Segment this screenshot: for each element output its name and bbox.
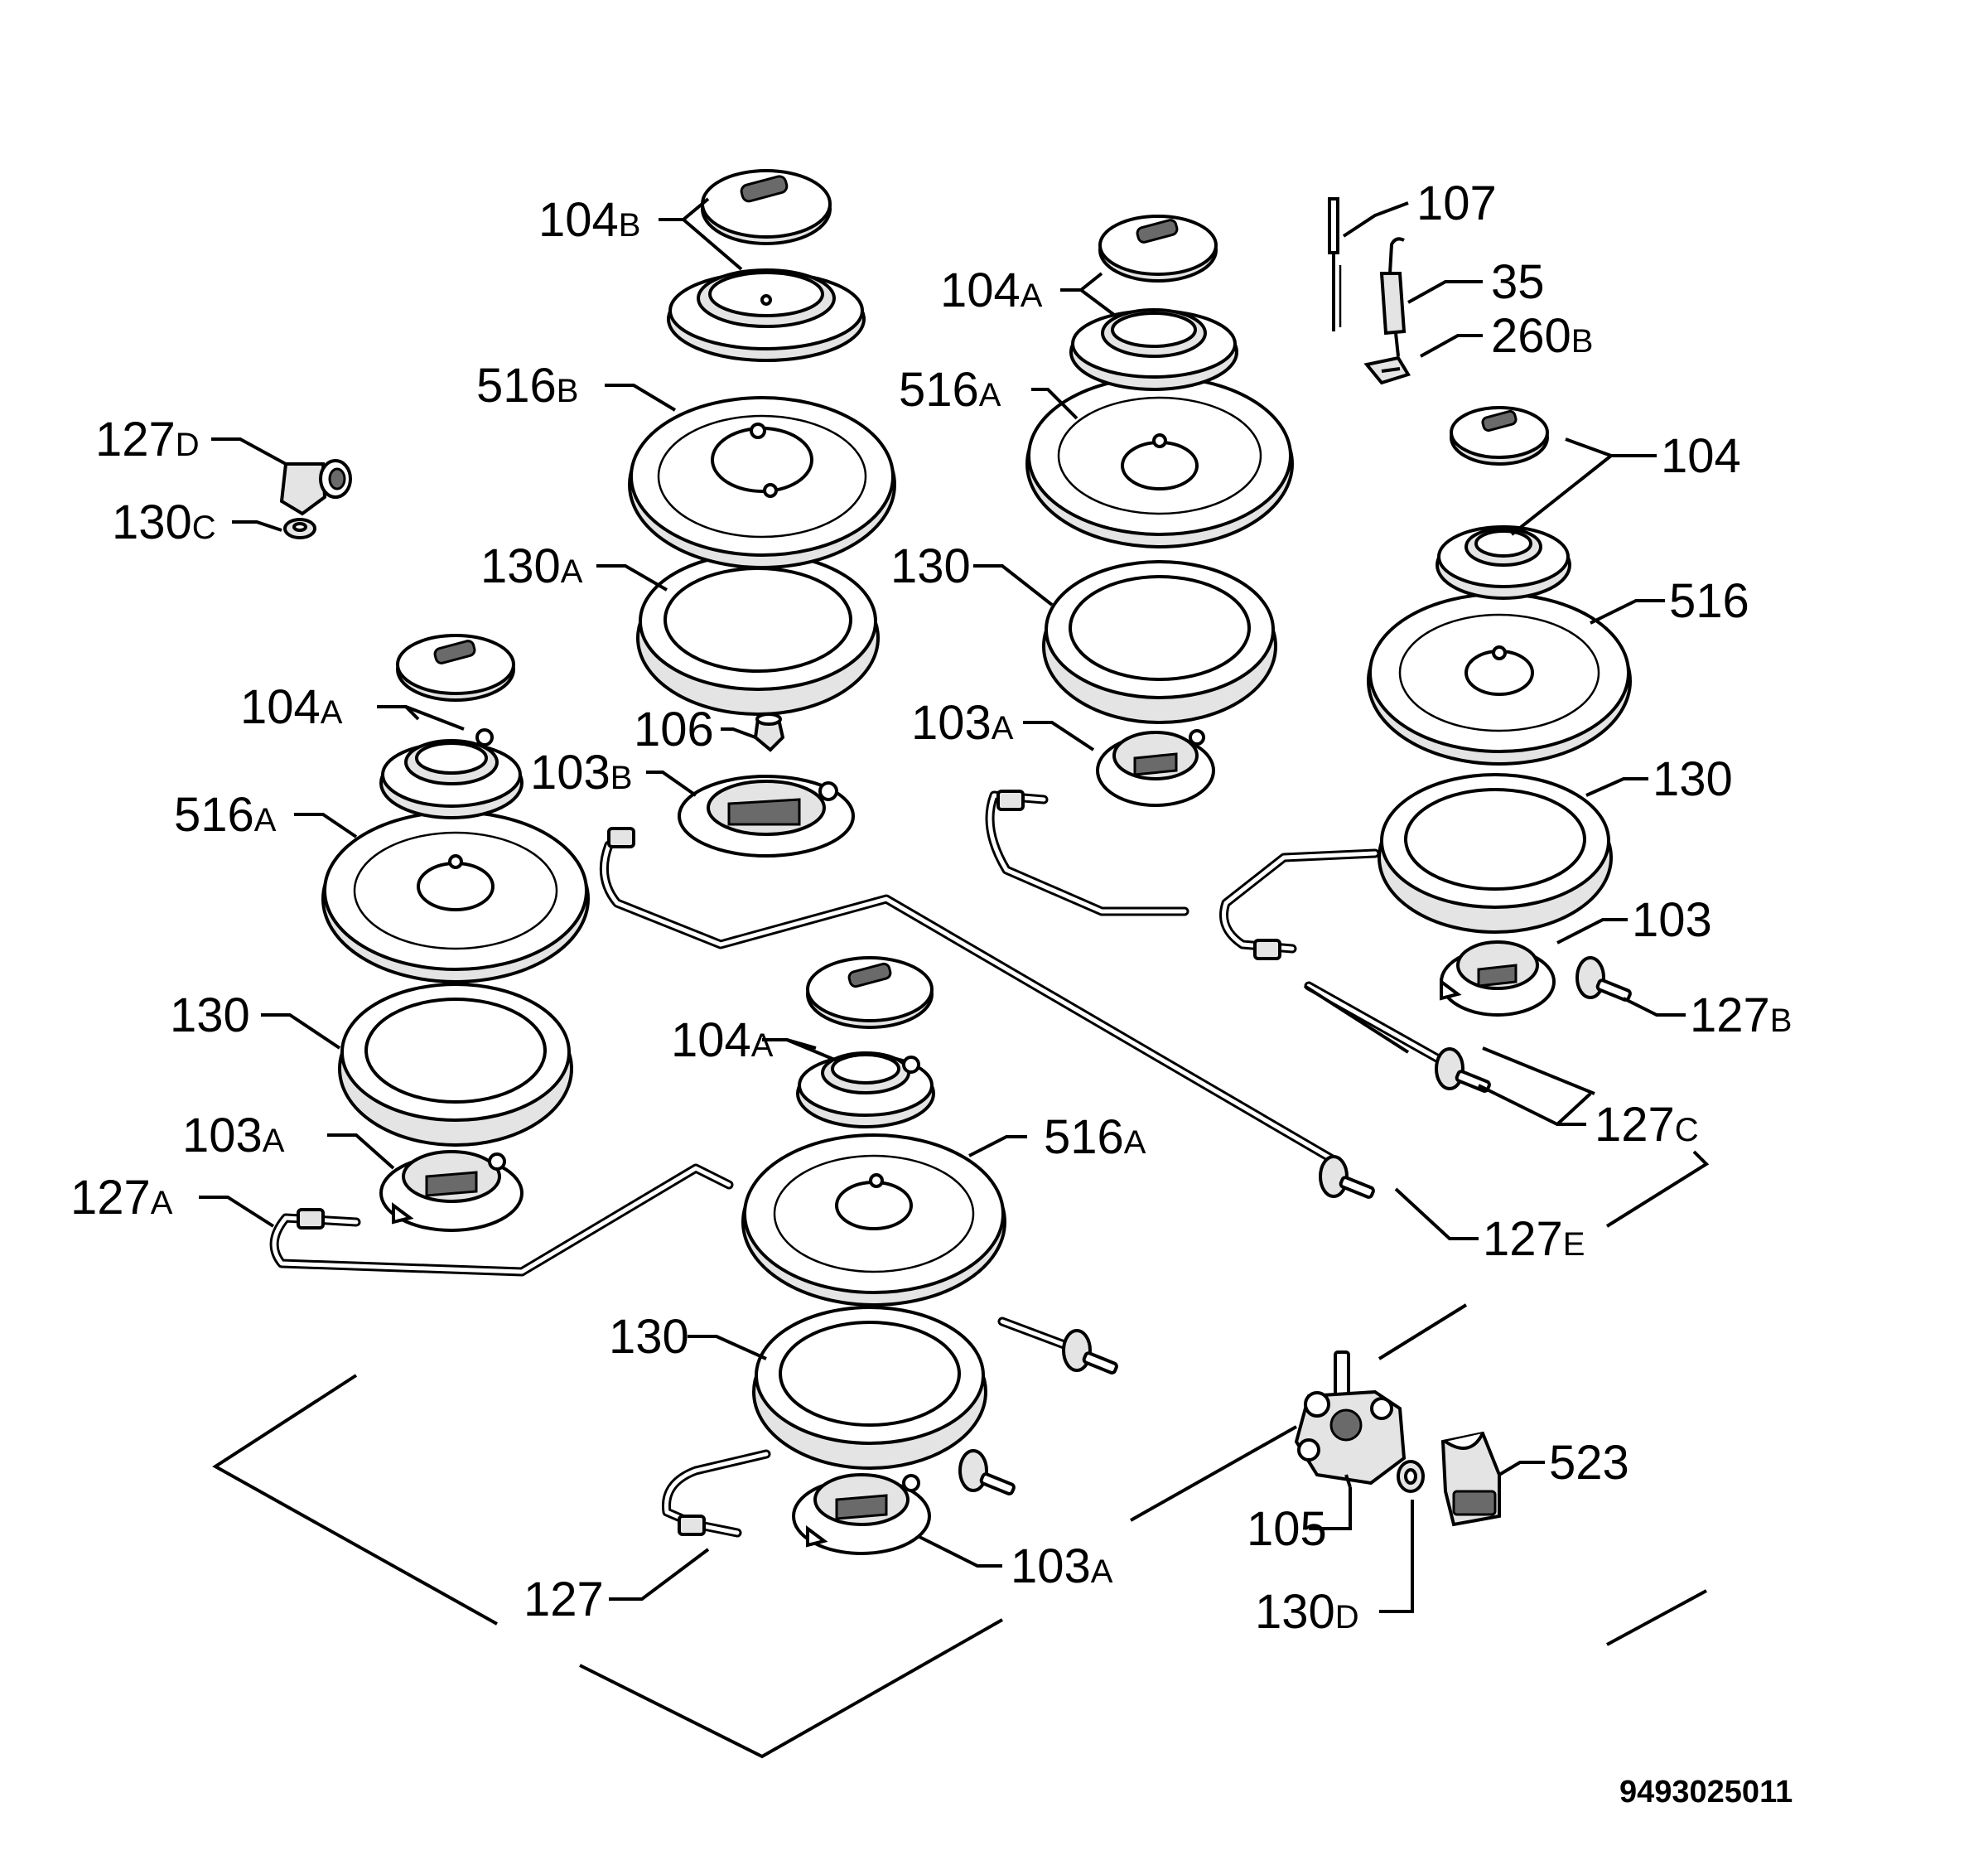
gas-pipes [269,790,1446,1538]
leader-lines [199,197,1686,1613]
label-104a-left: 104A [240,680,343,734]
label-130d: 130D [1255,1585,1359,1639]
spillage-tray-516a-left [321,810,590,983]
spillage-tray-516-right [1367,592,1632,766]
label-105: 105 [1247,1502,1327,1556]
label-523: 523 [1549,1436,1629,1490]
burner-stack-rear-right [1025,215,1294,807]
label-516a-front: 516A [1044,1110,1146,1164]
spillage-tray-516a-rear [1025,375,1294,548]
gasket-ring-130-front [752,1306,987,1470]
burner-base-103a-front [792,1473,931,1555]
gasket-ring-130-right [1378,773,1613,934]
elbow-connector-127d [279,459,352,516]
spillage-tray-516b [628,396,896,569]
burner-crown-104a-rear [1069,308,1238,391]
label-260b: 260B [1491,309,1593,363]
washer-130d [1397,1460,1425,1493]
label-104b-top: 104B [538,193,640,247]
label-104a-front: 104A [671,1013,774,1067]
nut-front-a [1062,1329,1118,1375]
label-103b: 103B [530,746,632,800]
burner-stack-right [1367,406,1632,1017]
burner-stack-rear-center [628,169,896,858]
label-103a-mid: 103A [911,696,1014,750]
label-130-front: 130 [609,1310,689,1364]
part-labels: 104B 104A 107 35 260B 516B 516A 127D 130… [70,176,1792,1639]
assembly-bracket-lines [212,1303,1707,1759]
label-103-right: 103 [1632,893,1712,947]
burner-crown-104b [667,268,866,362]
control-knob-523 [1440,1431,1501,1527]
label-104a-mid: 104A [940,263,1043,317]
label-127: 127 [524,1573,604,1626]
gasket-ring-130a [636,552,880,716]
nut-127b [1575,956,1632,1002]
burner-crown-104-right [1436,525,1571,600]
burner-stack-left [321,634,590,1232]
injector-106 [753,713,785,752]
gas-tap-105 [1294,1350,1407,1488]
label-130-right: 130 [1653,752,1733,806]
label-516-right: 516 [1669,574,1749,628]
label-127b: 127B [1690,988,1792,1042]
label-130-left: 130 [170,988,250,1042]
label-104-right: 104 [1661,429,1741,483]
burner-cap-104-right [1450,406,1549,466]
label-516a-left: 516A [174,788,277,842]
assembly-bracket-lines-right [1303,984,1710,1228]
burner-base-103-right [1440,940,1556,1017]
ignition-electrode-35 [1379,237,1407,357]
label-103a-left: 103A [182,1109,285,1162]
pipe-fittings [297,790,1632,1536]
label-130c: 130C [112,495,216,549]
label-130-mid: 130 [890,539,971,593]
burner-base-103a-left [379,1150,524,1232]
burner-cap-104a-front [806,956,934,1029]
burner-crown-104a-left [379,728,524,819]
burner-cap-104a-rear [1098,215,1218,283]
diagram-code: 9493025011 [1619,1775,1793,1809]
label-35: 35 [1491,255,1545,309]
label-107: 107 [1416,176,1497,230]
label-516a-mid: 516A [899,363,1001,417]
label-130a-top: 130A [480,539,583,593]
label-127d: 127D [95,413,200,466]
label-106: 106 [634,703,714,756]
spillage-tray-516a-front [741,1133,1006,1307]
burner-stack-front [741,956,1006,1555]
label-516b: 516B [476,359,578,413]
burner-base-103a-rear [1096,729,1215,807]
thermocouple-107 [1328,197,1342,331]
clip-260b [1363,355,1411,385]
label-103a-front: 103A [1011,1539,1113,1593]
burner-crown-104a-front [796,1051,935,1128]
gasket-ring-130-left [338,983,573,1147]
washer-130c [283,518,316,539]
label-127c: 127C [1595,1098,1699,1152]
label-127e: 127E [1483,1212,1585,1266]
gasket-ring-130-rear [1042,560,1277,724]
nut-front-b [958,1449,1016,1495]
burner-cap-104b [701,169,832,245]
burner-cap-104a-left [396,634,515,702]
label-127a: 127A [70,1171,173,1225]
burner-base-103b [678,775,855,858]
nut-127e [1319,1155,1375,1199]
